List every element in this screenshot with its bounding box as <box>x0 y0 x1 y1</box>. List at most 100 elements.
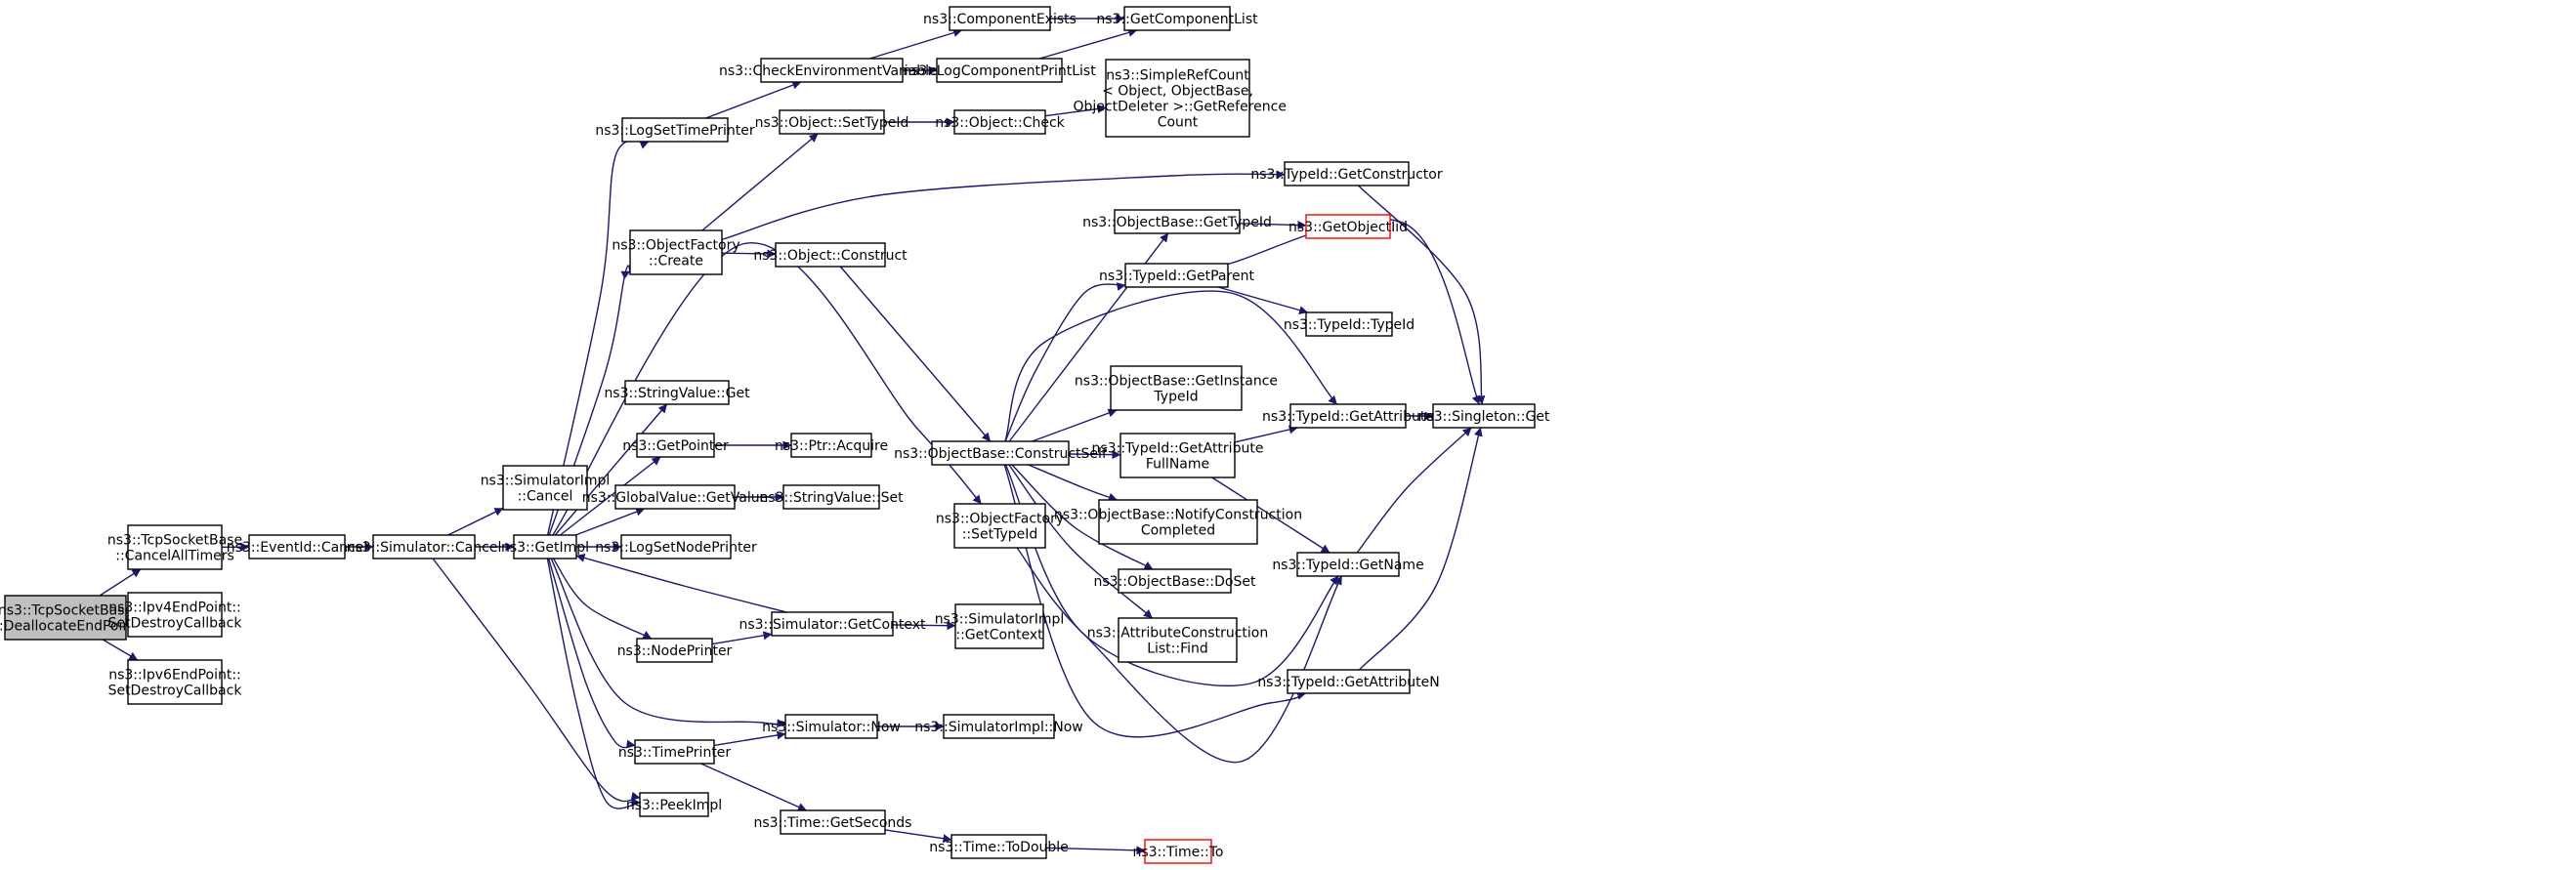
node-label: ns3::ObjectFactory::SetTypeId <box>936 512 1064 543</box>
node-log-component-print-list[interactable]: ns3::LogComponentPrintList <box>903 58 1096 83</box>
node-label: ns3::LogSetTimePrinter <box>595 123 755 139</box>
node-get-pointer[interactable]: ns3::GetPointer <box>622 433 729 458</box>
call-edge-typeid_getconstructor-to-singleton_get <box>1358 185 1486 405</box>
node-get-object-iid[interactable]: ns3::GetObjectIid <box>1288 214 1408 239</box>
node-label-line: ns3::Ptr::Acquire <box>775 438 888 454</box>
node-label-line: List::Find <box>1147 642 1208 657</box>
node-typeid-getname[interactable]: ns3::TypeId::GetName <box>1272 552 1424 577</box>
node-label-line: ns3::LogSetTimePrinter <box>595 123 755 139</box>
node-label: ns3::GetImpl <box>501 540 589 556</box>
call-edge-line <box>713 730 786 747</box>
node-typeid-typeid[interactable]: ns3::TypeId::TypeId <box>1284 311 1415 337</box>
node-label: ns3::Ptr::Acquire <box>775 438 888 454</box>
call-edge-line <box>1032 408 1118 442</box>
node-check-env-vars[interactable]: ns3::CheckEnvironmentVariables <box>719 58 945 83</box>
call-edge-line <box>432 558 641 803</box>
node-label-line: TypeId <box>1153 390 1198 405</box>
node-globalvalue-getvalue[interactable]: ns3::GlobalValue::GetValue <box>582 484 768 510</box>
node-label-line: ns3::Ipv6EndPoint:: <box>108 668 241 684</box>
node-time-printer[interactable]: ns3::TimePrinter <box>618 739 732 765</box>
node-sim-cancel[interactable]: ns3::Simulator::Cancel <box>347 534 502 559</box>
node-label: ns3::TypeId::GetName <box>1272 558 1423 573</box>
node-log-set-node-printer[interactable]: ns3::LogSetNodePrinter <box>595 534 757 559</box>
node-stringvalue-set[interactable]: ns3::StringValue::Set <box>759 484 904 510</box>
call-edge-line <box>447 507 504 536</box>
node-deallocate[interactable]: ns3::TcpSocketBase::DeallocateEndPoint <box>0 595 137 641</box>
node-label-line: ns3::TypeId::GetName <box>1272 558 1423 573</box>
node-label-line: ns3::Singleton::Get <box>1418 409 1550 425</box>
node-simimpl-cancel[interactable]: ns3::SimulatorImpl::Cancel <box>481 465 611 511</box>
node-objectbase-doset[interactable]: ns3::ObjectBase::DoSet <box>1094 568 1256 594</box>
call-edge-sim_getcontext-to-get_impl <box>575 554 787 613</box>
node-typeid-getattributen[interactable]: ns3::TypeId::GetAttributeN <box>1257 669 1440 694</box>
node-stringvalue-get[interactable]: ns3::StringValue::Get <box>604 380 750 405</box>
node-label: ns3::SimulatorImpl::Now <box>914 720 1083 735</box>
node-sim-getcontext[interactable]: ns3::Simulator::GetContext <box>739 611 926 637</box>
node-label-line: ns3::GlobalValue::GetValue <box>582 490 768 506</box>
call-edge-typeid_getparent-to-typeid_typeid <box>1217 286 1309 314</box>
node-object-check[interactable]: ns3::Object::Check <box>935 109 1066 135</box>
call-edge-deallocate-to-ipv6_destroy <box>102 639 139 661</box>
node-label-line: Count <box>1158 115 1199 131</box>
node-label-line: ns3::TypeId::GetParent <box>1099 269 1254 284</box>
node-component-exists[interactable]: ns3::ComponentExists <box>923 6 1077 31</box>
call-edge-object_construct-to-objectbase_constructself <box>839 266 992 442</box>
node-get-component-list[interactable]: ns3::GetComponentList <box>1096 6 1258 31</box>
node-objfactory-settypeid[interactable]: ns3::ObjectFactory::SetTypeId <box>936 503 1064 549</box>
node-label-line: ns3::ComponentExists <box>923 12 1077 27</box>
node-objectbase-constructself[interactable]: ns3::ObjectBase::ConstructSelf <box>894 440 1108 466</box>
node-sim-now[interactable]: ns3::Simulator::Now <box>762 714 901 739</box>
node-objectbase-gettypeid[interactable]: ns3::ObjectBase::GetTypeId <box>1082 209 1272 234</box>
node-simimpl-getcontext[interactable]: ns3::SimulatorImpl::GetContext <box>935 603 1065 649</box>
node-log-set-time-printer[interactable]: ns3::LogSetTimePrinter <box>595 117 755 143</box>
node-label: ns3::SimpleRefCount< Object, ObjectBase,… <box>1069 68 1287 131</box>
node-eventid-cancel[interactable]: ns3::EventId::Cancel <box>227 534 368 559</box>
node-label-line: ns3::LogSetNodePrinter <box>595 540 757 556</box>
node-cancel-all-timers[interactable]: ns3::TcpSocketBase::CancelAllTimers <box>107 524 242 570</box>
node-label: ns3::TypeId::GetConstructor <box>1250 167 1442 183</box>
node-peek-impl[interactable]: ns3::PeekImpl <box>626 792 722 817</box>
node-singleton-get[interactable]: ns3::Singleton::Get <box>1418 403 1550 429</box>
node-label: ns3::Ipv4EndPoint::SetDestroyCallback <box>108 601 243 632</box>
node-get-impl[interactable]: ns3::GetImpl <box>501 534 589 559</box>
call-edge-line <box>1239 221 1307 230</box>
call-edge-get_impl-to-node_printer <box>552 558 653 640</box>
node-typeid-getconstructor[interactable]: ns3::TypeId::GetConstructor <box>1250 161 1443 186</box>
node-box <box>636 638 713 663</box>
node-time-todouble[interactable]: ns3::Time::ToDouble <box>929 834 1069 859</box>
node-typeid-getattribute[interactable]: ns3::TypeId::GetAttribute <box>1262 403 1434 429</box>
node-box <box>1296 552 1400 577</box>
node-ipv6-destroy[interactable]: ns3::Ipv6EndPoint::SetDestroyCallback <box>108 659 243 705</box>
node-label-line: SetDestroyCallback <box>108 616 243 632</box>
node-ptr-acquire[interactable]: ns3::Ptr::Acquire <box>775 433 888 458</box>
node-typeid-getparent[interactable]: ns3::TypeId::GetParent <box>1099 263 1254 288</box>
node-time-getseconds[interactable]: ns3::Time::GetSeconds <box>754 809 912 835</box>
node-object-settypeid[interactable]: ns3::Object::SetTypeId <box>755 109 909 135</box>
node-time-to[interactable]: ns3::Time::To <box>1133 839 1224 864</box>
call-edge-line <box>1011 464 1154 570</box>
call-edge-time_printer-to-sim_now <box>713 730 786 747</box>
node-object-construct[interactable]: ns3::Object::Construct <box>753 242 908 268</box>
node-objfactory-create[interactable]: ns3::ObjectFactory::Create <box>612 229 740 275</box>
node-box <box>775 242 886 268</box>
node-label-line: ns3::SimulatorImpl <box>481 474 611 489</box>
node-simple-refcount[interactable]: ns3::SimpleRefCount< Object, ObjectBase,… <box>1069 59 1287 138</box>
node-ipv4-destroy[interactable]: ns3::Ipv4EndPoint::SetDestroyCallback <box>108 592 243 638</box>
node-label: ns3::Time::GetSeconds <box>754 815 912 831</box>
node-label-line: SetDestroyCallback <box>108 684 243 699</box>
call-edge-objectbase_constructself-to-typeid_getattributefullname <box>1068 450 1121 460</box>
call-edge-line <box>1028 464 1118 502</box>
node-simimpl-now[interactable]: ns3::SimulatorImpl::Now <box>914 714 1083 739</box>
node-node-printer[interactable]: ns3::NodePrinter <box>617 638 733 663</box>
node-box <box>629 229 723 275</box>
call-edge-get_impl-to-log_set_time_printer <box>546 140 650 536</box>
node-label: ns3::ComponentExists <box>923 12 1077 27</box>
call-edge-log_component_print_list-to-get_component_list <box>1039 28 1138 60</box>
node-label-line: Completed <box>1141 523 1215 539</box>
